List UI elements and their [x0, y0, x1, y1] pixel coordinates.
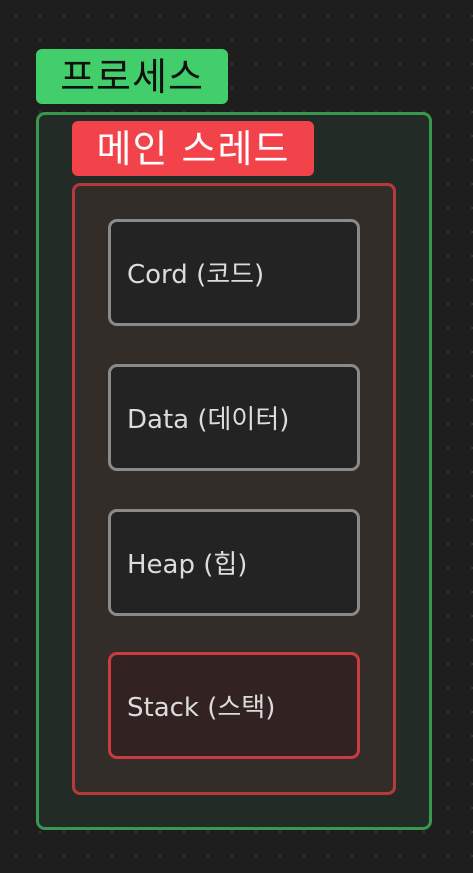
process-label: 프로세스 [36, 49, 228, 104]
code-segment: Cord (코드) [108, 219, 360, 326]
data-segment: Data (데이터) [108, 364, 360, 471]
stack-segment: Stack (스택) [108, 652, 360, 759]
main-thread-label: 메인 스레드 [72, 121, 314, 176]
heap-segment: Heap (힙) [108, 509, 360, 616]
